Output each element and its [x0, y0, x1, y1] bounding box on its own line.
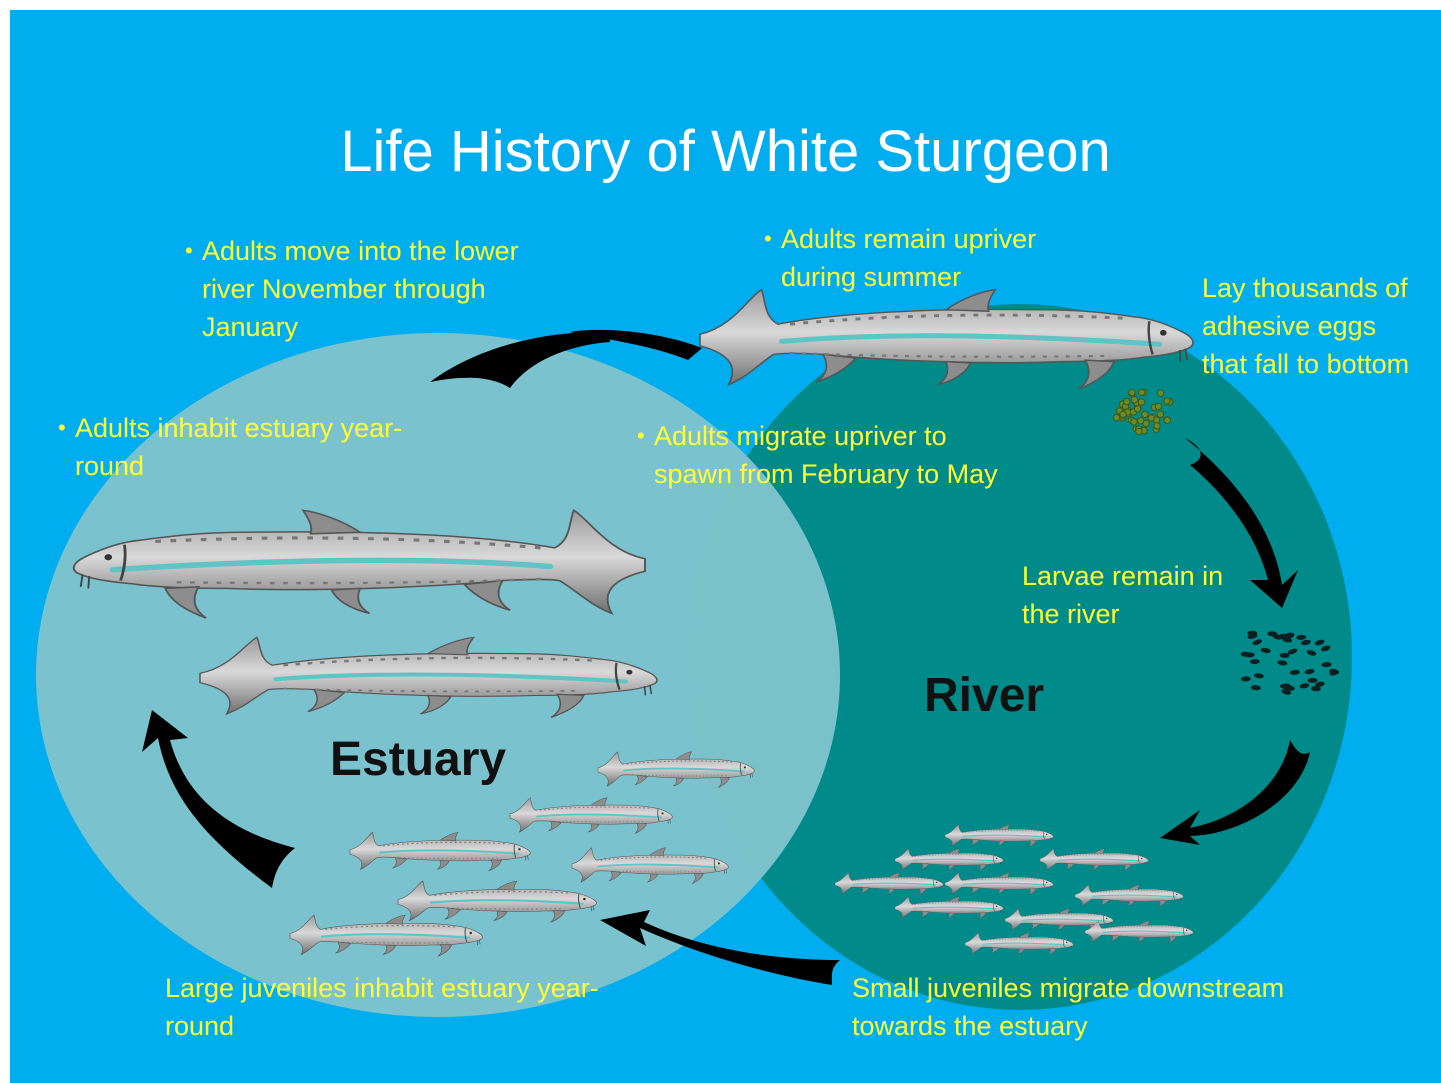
larva-dot [1308, 678, 1318, 683]
egg-dot [1131, 419, 1137, 425]
note-adults-remain-upriver: • Adults remain upriver during summer [781, 220, 1101, 296]
egg-dot [1120, 411, 1126, 417]
bullet-icon: • [58, 409, 66, 447]
egg-dot [1124, 398, 1130, 404]
note-adults-migrate-upriver: • Adults migrate upriver to spawn from F… [654, 417, 1024, 493]
egg-dot [1138, 399, 1144, 405]
note-adults-move-lower-river: • Adults move into the lower river Novem… [202, 232, 532, 346]
egg-dot [1164, 417, 1170, 423]
egg-dot [1113, 414, 1119, 420]
egg-dot [1157, 390, 1163, 396]
egg-dot [1154, 423, 1160, 429]
bullet-icon: • [637, 417, 645, 455]
egg-dot [1134, 406, 1140, 412]
egg-dot [1129, 389, 1135, 395]
note-text: Large juveniles inhabit estuary year-rou… [165, 973, 599, 1041]
egg-dot [1157, 411, 1163, 417]
note-large-juveniles: Large juveniles inhabit estuary year-rou… [165, 969, 615, 1045]
egg-dot [1148, 415, 1154, 421]
bullet-icon: • [185, 232, 193, 270]
note-text: Larvae remain in the river [1022, 561, 1223, 629]
egg-dot [1164, 398, 1170, 404]
note-text: Adults move into the lower river Novembe… [202, 236, 519, 342]
note-text: Adults remain upriver during summer [781, 224, 1036, 292]
egg-dot [1143, 420, 1149, 426]
slide: Life History of White Sturgeon • Adults … [10, 10, 1441, 1083]
egg-dot [1138, 389, 1144, 395]
egg-dot [1136, 428, 1142, 434]
bullet-icon: • [764, 220, 772, 258]
note-text: Lay thousands of adhesive eggs that fall… [1202, 273, 1409, 379]
note-text: Adults migrate upriver to spawn from Feb… [654, 421, 998, 489]
river-label: River [924, 668, 1044, 723]
page-title: Life History of White Sturgeon [10, 118, 1441, 185]
note-text: Small juveniles migrate downstream towar… [852, 973, 1284, 1041]
estuary-label: Estuary [330, 732, 506, 787]
note-text: Adults inhabit estuary year-round [75, 413, 402, 481]
note-lay-eggs: Lay thousands of adhesive eggs that fall… [1202, 269, 1427, 383]
egg-dot [1155, 403, 1161, 409]
note-larvae-remain: Larvae remain in the river [1022, 557, 1242, 633]
egg-dot [1142, 411, 1148, 417]
note-small-juveniles: Small juveniles migrate downstream towar… [852, 969, 1372, 1045]
note-adults-inhabit-estuary: • Adults inhabit estuary year-round [75, 409, 405, 485]
